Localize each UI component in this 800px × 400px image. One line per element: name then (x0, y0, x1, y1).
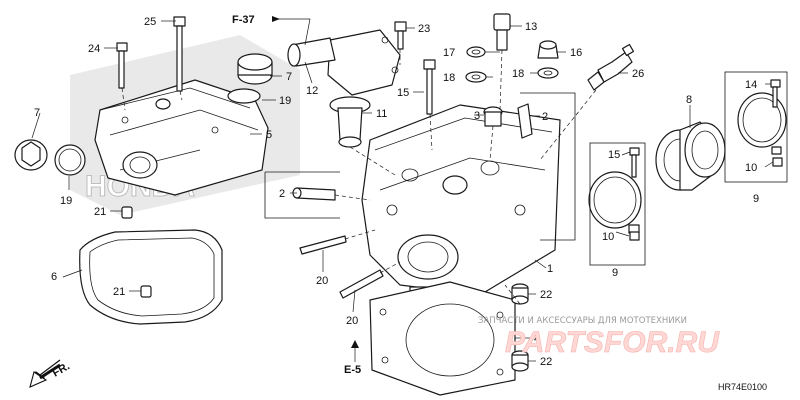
bolt-15 (423, 59, 436, 115)
guide-pipe-2-right (517, 103, 533, 139)
head-cover-gasket (79, 229, 223, 325)
guide-pipe-2-left (292, 187, 336, 201)
group-line-1 (520, 92, 576, 241)
cylinder-head (361, 104, 561, 306)
clamp-band-9-middle (588, 171, 642, 234)
callout-23: 23 (418, 23, 430, 35)
callout-5: 5 (266, 129, 272, 141)
clamp-screw-15 (629, 147, 640, 178)
callout-1: 1 (547, 263, 553, 275)
watermark-tagline: ЗАПЧАСТИ И АКСЕССУАРЫ ДЛЯ МОТОТЕХНИКИ (478, 316, 687, 326)
stud-bolt-20-upper (299, 235, 347, 255)
o-ring-19-upper (227, 88, 261, 104)
callout-26: 26 (632, 68, 644, 80)
callout-3: 3 (474, 110, 480, 122)
thermostat (329, 96, 371, 148)
group-line-2 (264, 172, 340, 219)
bolt-24 (116, 42, 128, 89)
callout-15: 15 (397, 87, 409, 99)
callout-10-right: 10 (745, 162, 757, 174)
o-ring-19-left (54, 144, 86, 176)
callout-6: 6 (51, 271, 57, 283)
diagram-code: HR74E0100 (718, 382, 767, 392)
dowel-22-lower (511, 350, 529, 372)
dowel-22-upper (511, 283, 529, 305)
callout-20-upper: 20 (316, 275, 328, 287)
ref-f37: F-37 (232, 14, 255, 26)
callout-2-right: 2 (542, 111, 548, 123)
temperature-sensor (493, 13, 511, 51)
ref-f37-arrow (272, 16, 280, 22)
thermostat-cover (287, 29, 401, 96)
stud-bolt-20-lower (339, 269, 384, 299)
carburetor-insulator (655, 121, 726, 191)
drain-plug-7 (14, 139, 48, 171)
callout-9-right: 9 (753, 193, 759, 205)
bolt-23 (394, 21, 407, 50)
callout-13: 13 (525, 21, 537, 33)
dowel-pin-21-upper (121, 206, 133, 219)
washer-18-right (537, 67, 559, 79)
callout-21-lower: 21 (113, 286, 125, 298)
callout-18-right: 18 (512, 68, 524, 80)
clamp-screw-14 (770, 79, 781, 108)
callout-8: 8 (686, 94, 692, 106)
callout-7-left: 7 (34, 107, 40, 119)
oil-filler-cap-upper (237, 53, 273, 85)
clamp-band-9-right (737, 92, 787, 155)
sealing-plug-3 (483, 106, 503, 127)
callout-2-left: 2 (279, 188, 285, 200)
dowel-pin-21-lower (140, 285, 152, 298)
callout-22-lower: 22 (540, 356, 552, 368)
cap-16 (537, 40, 559, 59)
nut-10-right (772, 157, 783, 167)
callout-14: 14 (745, 79, 757, 91)
callout-7-upper: 7 (286, 71, 292, 83)
ref-e5-arrow (351, 340, 359, 348)
cylinder-head-cover (94, 79, 269, 196)
callout-24: 24 (88, 43, 100, 55)
nut-10-middle (629, 231, 640, 241)
washer-17 (466, 46, 486, 58)
watermark-brand: PARTSFOR.RU (505, 326, 720, 359)
leader-lines (31, 18, 774, 362)
front-direction-arrow (29, 359, 61, 388)
callout-22-upper: 22 (540, 289, 552, 301)
callouts: 25 24 7 19 5 7 19 21 21 6 12 23 13 17 16… (34, 16, 759, 368)
group-box-9-right (724, 71, 788, 183)
callout-19-left: 19 (60, 195, 72, 207)
callout-10-middle: 10 (602, 231, 614, 243)
callout-20-lower: 20 (346, 315, 358, 327)
callout-19-upper: 19 (279, 95, 291, 107)
washer-18-left (465, 71, 487, 83)
cylinder-head-gasket (369, 281, 516, 396)
callout-17: 17 (443, 47, 455, 59)
callout-16: 16 (570, 47, 582, 59)
callout-4: 4 (534, 333, 540, 345)
callout-21-upper: 21 (94, 206, 106, 218)
callout-11: 11 (376, 108, 387, 120)
callout-18-left: 18 (443, 72, 455, 84)
spark-plug (587, 43, 635, 91)
front-indicator-label: FR. (51, 360, 72, 379)
dashed-guides (121, 49, 597, 305)
bolt-25 (173, 16, 186, 92)
callout-12: 12 (306, 85, 318, 97)
callout-25: 25 (144, 16, 156, 28)
callout-15-clamp: 15 (608, 149, 620, 161)
callout-9-middle: 9 (612, 267, 618, 279)
group-box-9-middle (589, 142, 646, 266)
ref-e5: E-5 (344, 364, 361, 376)
